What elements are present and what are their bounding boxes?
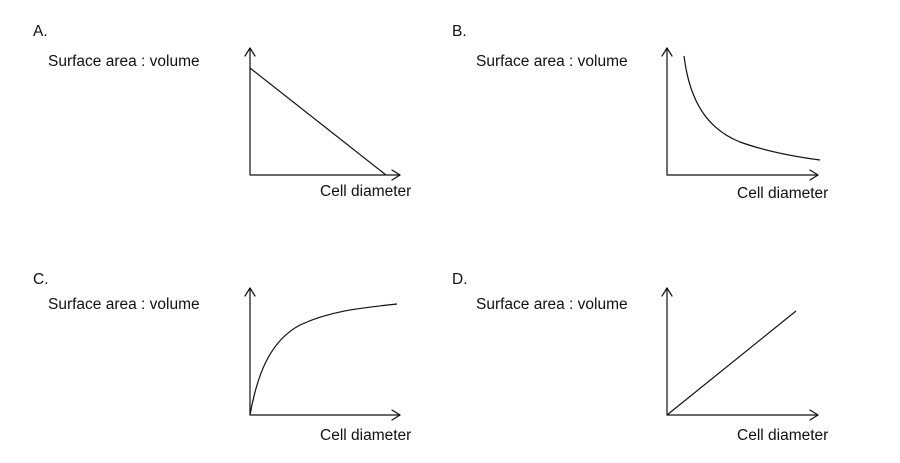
panel-a-y-axis-label: Surface area : volume xyxy=(48,53,200,70)
panel-b-y-axis-label: Surface area : volume xyxy=(476,53,628,70)
panel-d-axes xyxy=(666,287,819,416)
panel-a-letter: A. xyxy=(33,23,48,40)
panel-b-axes xyxy=(666,47,819,176)
panel-b-x-arrowhead xyxy=(809,169,819,181)
panel-c-x-arrowhead xyxy=(391,409,401,421)
panel-d: D. Surface area : volume Cell diameter xyxy=(452,271,828,444)
panel-d-y-axis-label: Surface area : volume xyxy=(476,296,628,313)
panel-b-x-axis-label: Cell diameter xyxy=(737,185,828,202)
panel-d-curve xyxy=(666,310,797,416)
panel-c-curve xyxy=(249,303,398,416)
panel-a-y-arrowhead xyxy=(244,47,256,57)
panel-c-letter: C. xyxy=(33,271,49,288)
panel-b-letter: B. xyxy=(452,23,467,40)
panel-b: B. Surface area : volume Cell diameter xyxy=(452,23,828,202)
panel-d-y-arrowhead xyxy=(661,287,673,297)
panel-a-curve xyxy=(249,67,387,176)
panel-d-x-axis-label: Cell diameter xyxy=(737,427,828,444)
panel-b-y-arrowhead xyxy=(661,47,673,57)
panel-a: A. Surface area : volume Cell diameter xyxy=(33,23,411,200)
panel-a-axes xyxy=(249,47,401,176)
panel-c: C. Surface area : volume Cell diameter xyxy=(33,271,411,444)
panel-d-letter: D. xyxy=(452,271,468,288)
panel-a-x-axis-label: Cell diameter xyxy=(320,183,411,200)
panel-c-x-axis-label: Cell diameter xyxy=(320,427,411,444)
panel-c-axes xyxy=(249,287,401,416)
panel-c-y-axis-label: Surface area : volume xyxy=(48,296,200,313)
panel-a-x-arrowhead xyxy=(391,169,401,181)
panel-d-x-arrowhead xyxy=(809,409,819,421)
panel-b-curve xyxy=(683,55,821,161)
panel-c-y-arrowhead xyxy=(244,287,256,297)
